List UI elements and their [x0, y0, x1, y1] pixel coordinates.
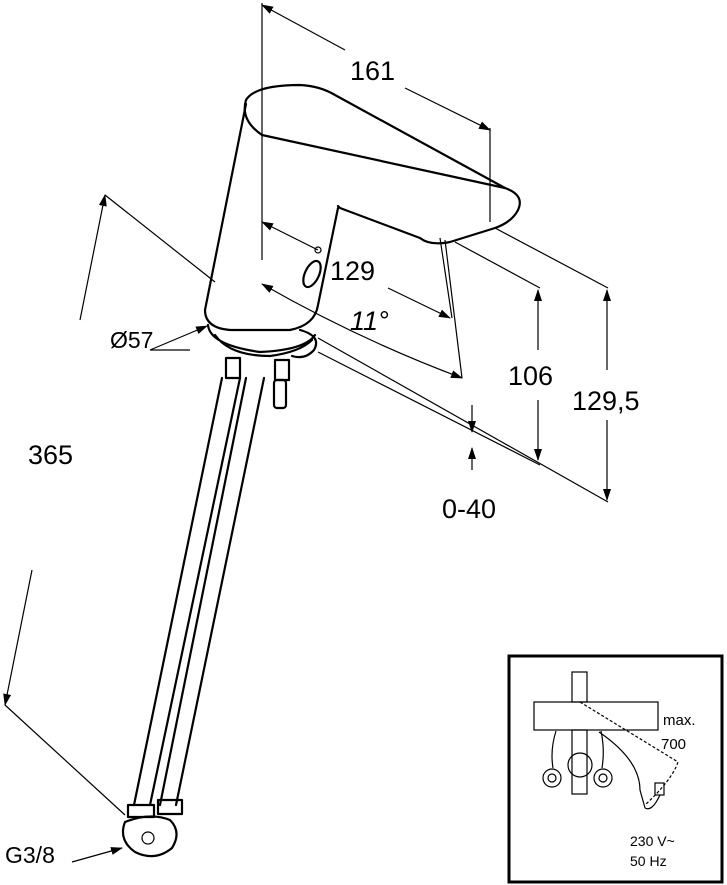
dimension-label-0-40: 0-40	[442, 494, 496, 524]
dimension-label-129: 129	[330, 256, 375, 286]
thread-callout: G3/8	[5, 842, 123, 868]
dimension-161: 161	[261, 3, 491, 260]
dimension-label-365: 365	[28, 440, 73, 470]
dimension-label-106: 106	[508, 361, 553, 391]
electrical-inset: max. 700 230 V~ 50 Hz	[507, 654, 724, 884]
thread-label: G3/8	[5, 842, 55, 868]
inset-frequency: 50 Hz	[630, 853, 667, 869]
supply-hoses	[121, 356, 291, 858]
dimension-label-129-5: 129,5	[572, 386, 640, 416]
inset-max-label: max.	[663, 712, 696, 729]
inset-max-value: 700	[661, 736, 686, 753]
dimension-diameter: Ø57	[110, 325, 208, 353]
dimension-heights: 106 129,5 0-40	[317, 227, 640, 524]
dimension-365: 365	[3, 194, 216, 816]
dimension-129: 129	[261, 221, 453, 319]
dimension-label-angle: 11°	[350, 306, 389, 336]
dimension-label-57: Ø57	[110, 327, 153, 353]
inset-voltage: 230 V~	[630, 833, 675, 849]
dimension-angle: 11°	[261, 239, 463, 379]
dimension-label-161: 161	[350, 56, 395, 86]
